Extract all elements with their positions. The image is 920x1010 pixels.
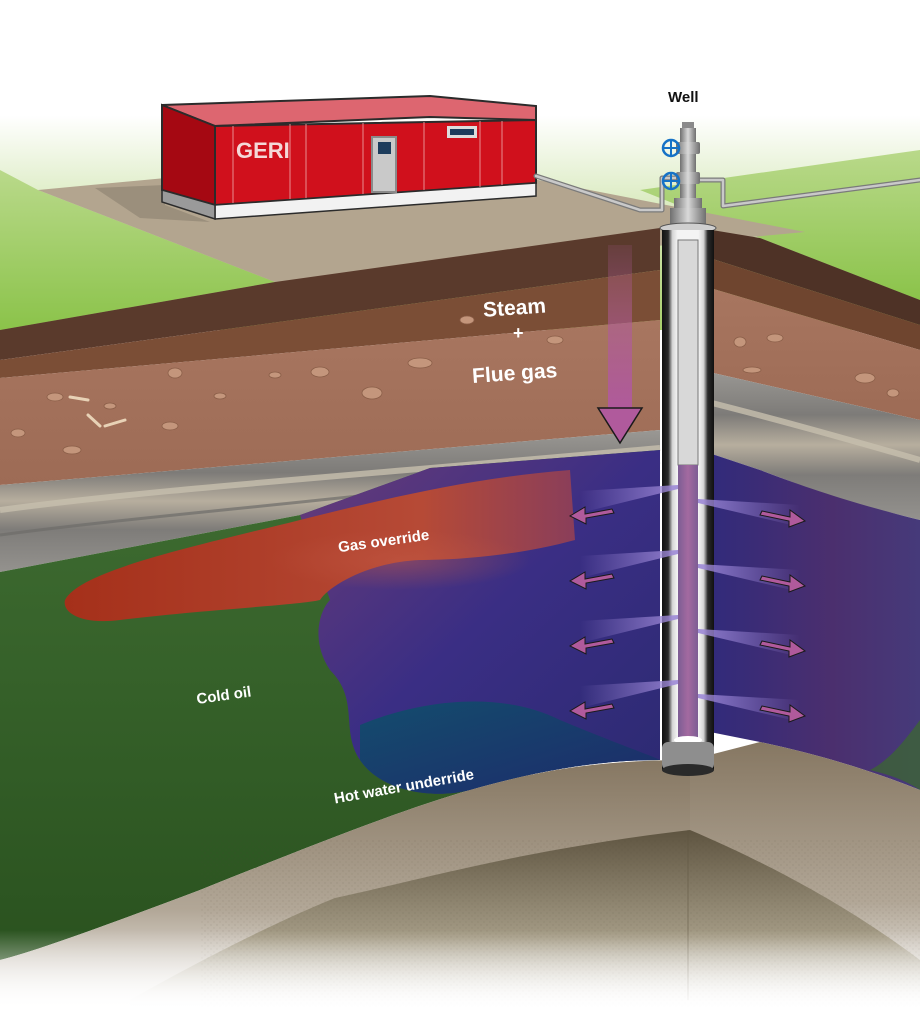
- shale-band: [0, 445, 661, 513]
- well-label: Well: [668, 89, 699, 106]
- subsoil-layer-right: [700, 255, 920, 350]
- well-casing: [662, 230, 714, 776]
- arrow-right-icon: [759, 704, 807, 723]
- shale-layer-right: [700, 370, 920, 520]
- steam-label: Steam: [482, 295, 546, 322]
- bottom-fade: [0, 930, 920, 1010]
- steam-jet-right: [698, 629, 800, 657]
- injection-tubing: [677, 239, 699, 466]
- hot-water-zone: [360, 701, 660, 794]
- topsoil-layer: [0, 228, 660, 360]
- topsoil-layer-right: [700, 228, 920, 325]
- steam-injection-arrow: [596, 245, 644, 445]
- building-base-side: [161, 189, 216, 221]
- arrow-left-icon: [568, 636, 615, 655]
- valve-wheel-icon[interactable]: [661, 171, 681, 191]
- steam-jet-left: [580, 680, 678, 708]
- steam-jet-right: [698, 499, 800, 527]
- arrow-right-icon: [759, 574, 807, 593]
- grass-left: [0, 170, 275, 330]
- gas-glow: [270, 530, 530, 590]
- shale-band-right: [699, 397, 920, 463]
- steam-jet-left: [580, 485, 678, 513]
- stones: [10, 315, 900, 455]
- plus-label: +: [513, 323, 524, 343]
- arrow-left-icon: [568, 571, 615, 590]
- valve-wheel-icon[interactable]: [661, 138, 681, 158]
- door-window: [378, 142, 391, 154]
- wellhead[interactable]: [659, 122, 717, 234]
- geri-building: GERI: [161, 94, 537, 221]
- injection-stream: [678, 465, 698, 740]
- steam-jet-left: [580, 550, 678, 578]
- building-logo: GERI: [236, 138, 290, 163]
- steam-jet-right: [698, 564, 800, 592]
- arrow-left-icon: [568, 506, 615, 525]
- subsoil-layer: [0, 270, 660, 378]
- arrow-right-icon: [759, 509, 807, 528]
- base-rock: [0, 742, 920, 1010]
- surface-pipes: [533, 173, 920, 213]
- steam-jet-right: [698, 694, 800, 722]
- perforation-jets: [568, 485, 807, 723]
- bone-icon: [68, 395, 127, 428]
- earth-right-face: [699, 228, 920, 520]
- oil-fringe-right: [870, 720, 920, 790]
- clay-layer-right: [700, 285, 920, 420]
- reservoir-left: [0, 450, 660, 960]
- window-glass: [450, 129, 474, 135]
- arrow-left-icon: [568, 701, 615, 720]
- steam-jet-left: [580, 615, 678, 643]
- building-shadow: [95, 185, 210, 222]
- arrow-right-icon: [759, 639, 807, 658]
